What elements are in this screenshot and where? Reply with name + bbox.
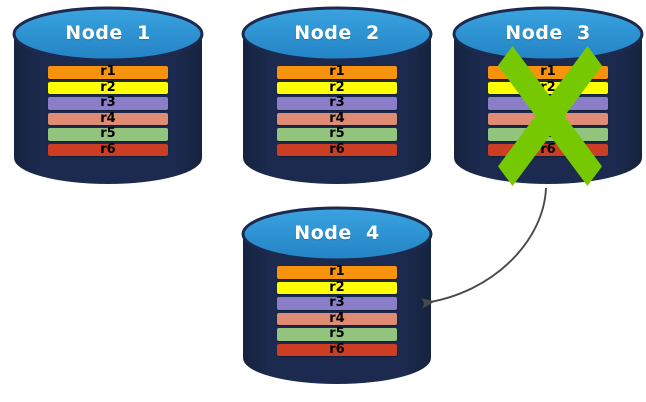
cylinder-top [452,6,644,62]
data-row-label: r4 [329,310,345,326]
cylinder-top [241,206,433,262]
data-row[interactable]: r6 [488,141,608,157]
data-row-label: r5 [100,126,116,142]
data-row[interactable]: r5 [277,326,397,342]
data-row-label: r1 [540,64,556,80]
data-row[interactable]: r5 [48,126,168,142]
cylinder-top [12,6,204,62]
data-row-label: r5 [540,126,556,142]
data-row-label: r3 [329,95,345,111]
data-row-label: r4 [100,110,116,126]
data-row-label: r2 [540,79,556,95]
data-row[interactable]: r4 [277,110,397,126]
data-row-label: r6 [329,141,345,157]
data-row-label: r1 [329,264,345,280]
data-row-label: r5 [329,126,345,142]
data-row-label: r2 [329,79,345,95]
data-row[interactable]: r3 [488,95,608,111]
data-row-label: r3 [329,295,345,311]
data-row-label: r3 [100,95,116,111]
data-row[interactable]: r2 [488,79,608,95]
data-row[interactable]: r2 [277,79,397,95]
data-row[interactable]: r5 [488,126,608,142]
data-row[interactable]: r6 [48,141,168,157]
data-row[interactable]: r1 [488,64,608,80]
data-row-label: r5 [329,326,345,342]
data-row-label: r4 [540,110,556,126]
data-row[interactable]: r6 [277,141,397,157]
data-row-label: r6 [100,141,116,157]
data-row-label: r6 [540,141,556,157]
data-row-label: r2 [329,279,345,295]
data-row-label: r3 [540,95,556,111]
data-row[interactable]: r2 [277,279,397,295]
data-row[interactable]: r1 [277,264,397,280]
cylinder-top [241,6,433,62]
data-row[interactable]: r2 [48,79,168,95]
data-row[interactable]: r4 [488,110,608,126]
data-row-label: r2 [100,79,116,95]
data-row-label: r6 [329,341,345,357]
data-row-label: r1 [329,64,345,80]
data-row-label: r1 [100,64,116,80]
data-row[interactable]: r4 [277,310,397,326]
data-row[interactable]: r1 [48,64,168,80]
data-row[interactable]: r1 [277,64,397,80]
data-row[interactable]: r3 [277,95,397,111]
data-row[interactable]: r5 [277,126,397,142]
data-row-label: r4 [329,110,345,126]
data-row[interactable]: r3 [277,295,397,311]
data-row[interactable]: r6 [277,341,397,357]
data-row[interactable]: r4 [48,110,168,126]
data-row[interactable]: r3 [48,95,168,111]
